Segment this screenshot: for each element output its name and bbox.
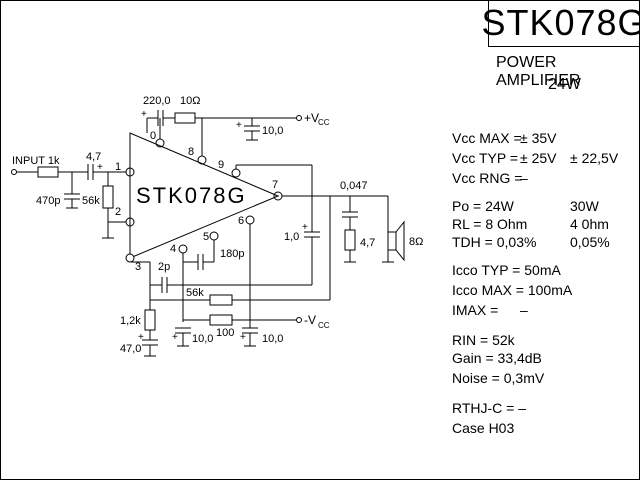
r-100-value: 100: [216, 327, 234, 339]
ic-triangle: [129, 132, 280, 259]
vee-label: -V: [304, 313, 316, 327]
power-rating: 24W: [548, 76, 581, 93]
c-out2-value: 4,7: [360, 237, 375, 249]
pin-7: 7: [272, 179, 278, 191]
spec-value: ± 35V: [520, 130, 557, 146]
spec-label: TDH = 0,03%: [452, 234, 537, 250]
bottom-network: [130, 224, 330, 357]
vcc-label: +V: [304, 111, 319, 125]
spec-value-alt: 4 0hm: [570, 216, 609, 232]
svg-text:+: +: [141, 109, 147, 120]
spec-label: Icco TYP = 50mA: [452, 262, 561, 278]
spec-value-alt: 0,05%: [570, 234, 610, 250]
pin-3: 3: [135, 261, 141, 273]
r-in-bias-value: 56k: [82, 195, 100, 207]
svg-text:+: +: [172, 332, 178, 343]
spec-value: –: [520, 302, 528, 318]
pin-6: 6: [238, 215, 244, 227]
spec-label: Gain = 33,4dB: [452, 350, 542, 366]
c-in-gnd-value: 470p: [36, 195, 60, 207]
svg-text:+: +: [138, 332, 144, 343]
spec-label: Vcc RNG =: [452, 170, 523, 186]
input-network: [11, 164, 126, 239]
vcc-sub: CC: [318, 118, 330, 127]
c-bot2-value: 10,0: [262, 333, 283, 345]
pin-5: 5: [203, 231, 209, 243]
r-top-value: 10Ω: [180, 95, 200, 107]
spec-label: Vcc TYP =: [452, 150, 519, 166]
title-box: STK078G: [481, 0, 640, 47]
pin9-wire: [235, 164, 313, 196]
page-title: STK078G: [481, 2, 640, 43]
top-network: [146, 110, 302, 156]
c-in-value: 4,7: [86, 151, 101, 163]
spec-label: RIN = 52k: [452, 332, 515, 348]
output-network: [282, 195, 405, 300]
c-fb-value: 1,0: [284, 231, 299, 243]
spec-label: RL = 8 Ohm: [452, 216, 528, 232]
c-top-value: 220,0: [143, 95, 171, 107]
spec-label: Noise = 0,3mV: [452, 370, 545, 386]
c-vcc-value: 10,0: [262, 125, 283, 137]
spec-label: IMAX =: [452, 302, 499, 318]
spec-value-alt: ± 22,5V: [570, 150, 619, 166]
c-47-value: 47,0: [120, 343, 141, 355]
c-2p-value: 2p: [158, 261, 170, 273]
spec-label: Icco MAX = 100mA: [452, 282, 573, 298]
spec-value: –: [520, 170, 528, 186]
spec-label: Po = 24W: [452, 198, 514, 214]
spec-label: RTHJ-C = –: [452, 400, 527, 416]
svg-text:+: +: [97, 162, 103, 173]
spec-label: Case H03: [452, 420, 515, 436]
svg-text:+: +: [302, 222, 308, 233]
ic-label: STK078G: [136, 183, 247, 208]
c-bot1-value: 10,0: [192, 333, 213, 345]
vee-sub: CC: [318, 321, 330, 330]
pin-8: 8: [188, 146, 194, 158]
r-56k-fb-value: 56k: [186, 287, 204, 299]
pin-0: 0: [150, 130, 156, 142]
pin-1: 1: [115, 161, 121, 173]
c-out-value: 0,047: [340, 180, 368, 192]
spec-value-alt: 30W: [570, 198, 599, 214]
subtitle: POWER AMPLIFIER: [496, 54, 581, 89]
pin-2: 2: [115, 206, 121, 218]
pin-4: 4: [170, 243, 176, 255]
r-1k2-value: 1,2k: [120, 315, 141, 327]
pin-9: 9: [218, 159, 224, 171]
spec-label: Vcc MAX =: [452, 130, 522, 146]
svg-text:+: +: [240, 332, 246, 343]
c-180p-value: 180p: [220, 248, 244, 260]
input-label: INPUT 1k: [12, 155, 60, 167]
svg-text:+: +: [236, 120, 242, 131]
pin-numbers: 0 1 2 3 4 5 6 7 8 9: [115, 130, 278, 273]
spec-value: ± 25V: [520, 150, 557, 166]
speaker-value: 8Ω: [409, 236, 423, 248]
